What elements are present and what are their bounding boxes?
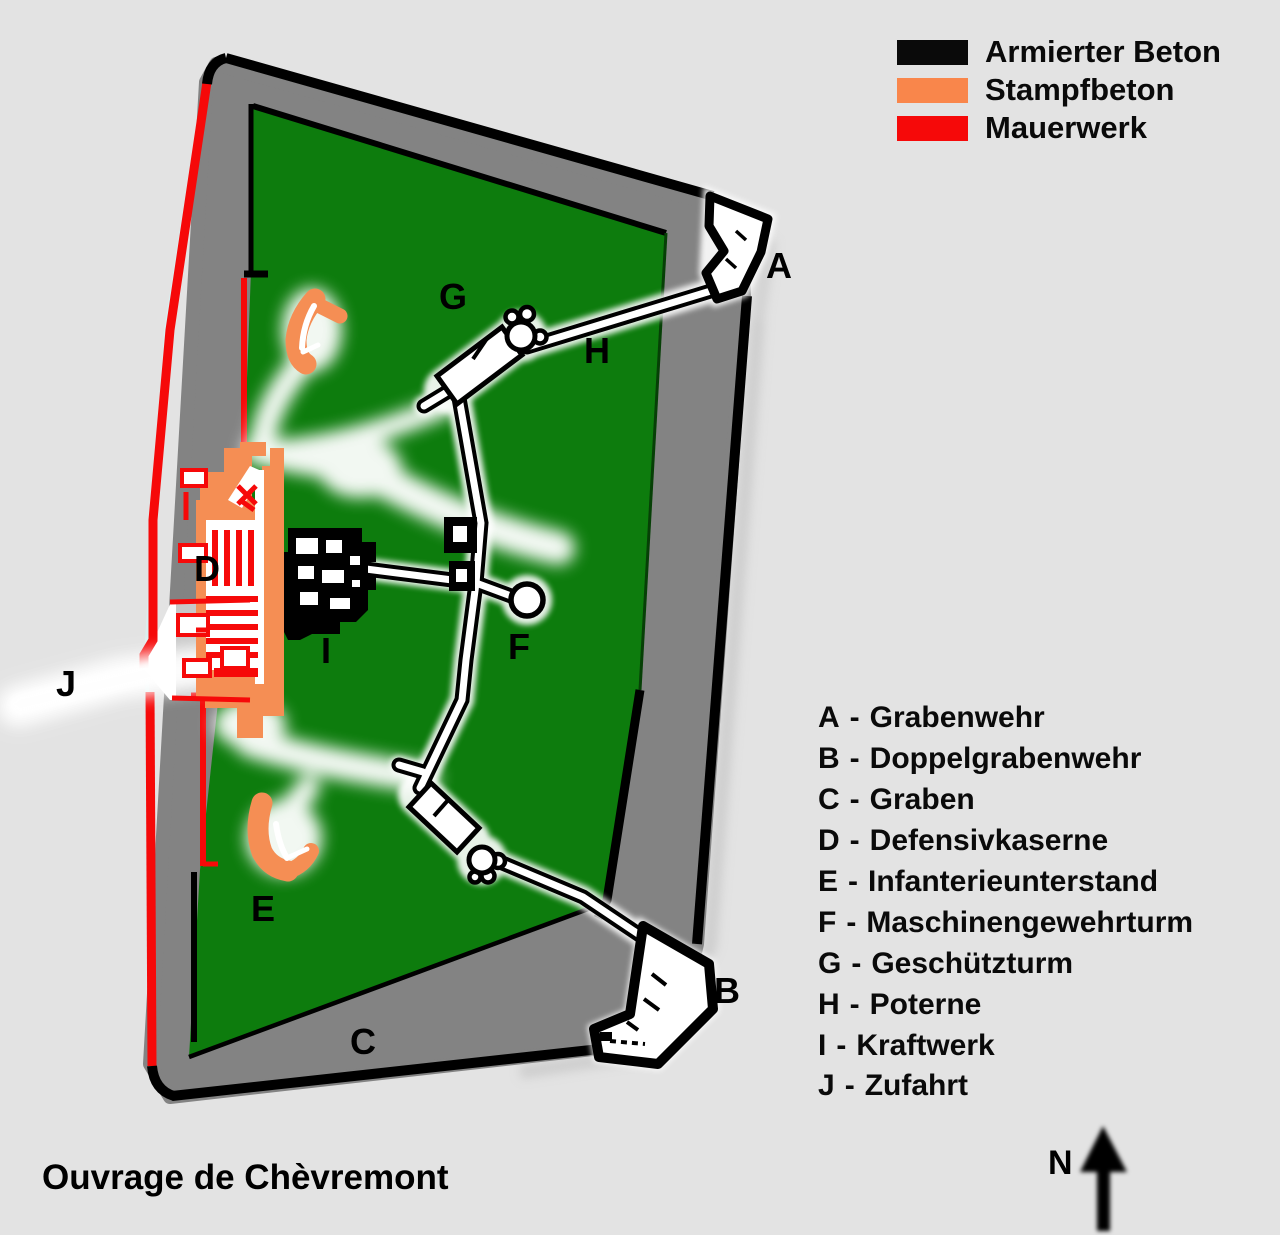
legend-label: Mauerwerk bbox=[985, 110, 1147, 145]
key-name: Geschützturm bbox=[871, 946, 1074, 980]
key-letter: J bbox=[818, 1069, 835, 1103]
key-letter: F bbox=[818, 905, 837, 939]
gun-turret-gallery bbox=[433, 304, 549, 408]
key-letter: D bbox=[818, 824, 840, 858]
key-letter: C bbox=[818, 783, 840, 817]
map-marker-i: I bbox=[321, 630, 332, 671]
key-row-b: B-Doppelgrabenwehr bbox=[818, 739, 1193, 780]
key-name: Doppelgrabenwehr bbox=[869, 742, 1142, 776]
map-marker-d: D bbox=[194, 548, 220, 589]
north-arrow bbox=[1080, 1126, 1127, 1231]
key-separator: - bbox=[836, 1028, 847, 1062]
junction-blockhouse bbox=[444, 517, 477, 591]
map-marker-c: C bbox=[350, 1021, 376, 1062]
map-marker-b: B bbox=[714, 970, 740, 1011]
map-marker-h: H bbox=[584, 330, 610, 371]
key-separator: - bbox=[849, 824, 860, 858]
map-marker-a: A bbox=[766, 245, 792, 286]
key-row-e: E-Infanterieunterstand bbox=[818, 862, 1193, 903]
key-row-h: H-Poterne bbox=[818, 984, 1193, 1025]
key-letter: G bbox=[818, 946, 842, 980]
key-row-f: F-Maschinengewehrturm bbox=[818, 902, 1193, 943]
key-name: Kraftwerk bbox=[856, 1028, 995, 1062]
key-row-i: I-Kraftwerk bbox=[818, 1025, 1193, 1066]
machine-gun-turret bbox=[508, 581, 546, 619]
legend-swatch-black bbox=[897, 39, 968, 65]
defensive-barracks bbox=[169, 442, 284, 738]
map-marker-e: E bbox=[251, 888, 276, 929]
key-letter: B bbox=[818, 742, 840, 776]
key-separator: - bbox=[849, 987, 860, 1021]
north-label: N bbox=[1048, 1144, 1073, 1182]
material-legend: Armierter Beton Stampfbeton Mauerwerk bbox=[897, 33, 1221, 147]
key-name: Maschinengewehrturm bbox=[866, 905, 1194, 939]
key-row-g: G-Geschützturm bbox=[818, 943, 1193, 984]
key-name: Zufahrt bbox=[864, 1069, 969, 1103]
key-separator: - bbox=[844, 1069, 855, 1103]
legend-swatch-red bbox=[897, 115, 968, 141]
double-counterscarp-gallery-b bbox=[589, 921, 718, 1069]
key-separator: - bbox=[849, 783, 860, 817]
legend-row-armierter-beton: Armierter Beton bbox=[897, 33, 1221, 71]
map-title: Ouvrage de Chèvremont bbox=[42, 1158, 449, 1197]
key-name: Defensivkaserne bbox=[869, 824, 1109, 858]
legend-label: Stampfbeton bbox=[985, 72, 1175, 107]
legend-row-stampfbeton: Stampfbeton bbox=[897, 71, 1221, 109]
legend-swatch-orange bbox=[897, 77, 968, 103]
legend-row-mauerwerk: Mauerwerk bbox=[897, 109, 1221, 147]
key-letter: E bbox=[818, 865, 839, 898]
key-letter: I bbox=[818, 1028, 827, 1062]
key-row-j: J-Zufahrt bbox=[818, 1066, 1193, 1107]
key-separator: - bbox=[851, 946, 862, 980]
map-marker-j: J bbox=[56, 663, 77, 704]
key-name: Infanterieunterstand bbox=[868, 865, 1159, 898]
lower-turret-gallery bbox=[405, 779, 508, 885]
map-marker-g: G bbox=[439, 276, 468, 317]
key-separator: - bbox=[849, 742, 860, 776]
inner-wall-lines bbox=[191, 270, 268, 1042]
key-separator: - bbox=[849, 701, 860, 735]
kraftwerk-building bbox=[264, 528, 376, 640]
key-letter: H bbox=[818, 987, 840, 1021]
legend-label: Armierter Beton bbox=[985, 34, 1221, 69]
key-separator: - bbox=[848, 865, 859, 898]
key-name: Poterne bbox=[869, 987, 982, 1021]
key-row-d: D-Defensivkaserne bbox=[818, 821, 1193, 862]
key-name: Grabenwehr bbox=[869, 701, 1045, 735]
key-row-c: C-Graben bbox=[818, 780, 1193, 821]
outer-wall bbox=[139, 53, 752, 1101]
key-letter: A bbox=[818, 701, 840, 735]
key-separator: - bbox=[846, 905, 857, 939]
key-row-a: A-Grabenwehr bbox=[818, 698, 1193, 739]
key-name: Graben bbox=[869, 783, 975, 817]
feature-key-list: A-Grabenwehr B-Doppelgrabenwehr C-Graben… bbox=[818, 698, 1193, 1107]
map-marker-f: F bbox=[508, 626, 530, 667]
counterscarp-gallery-a bbox=[701, 191, 773, 304]
infantry-shelter-lower bbox=[247, 792, 319, 882]
infantry-shelter-upper bbox=[285, 288, 348, 375]
